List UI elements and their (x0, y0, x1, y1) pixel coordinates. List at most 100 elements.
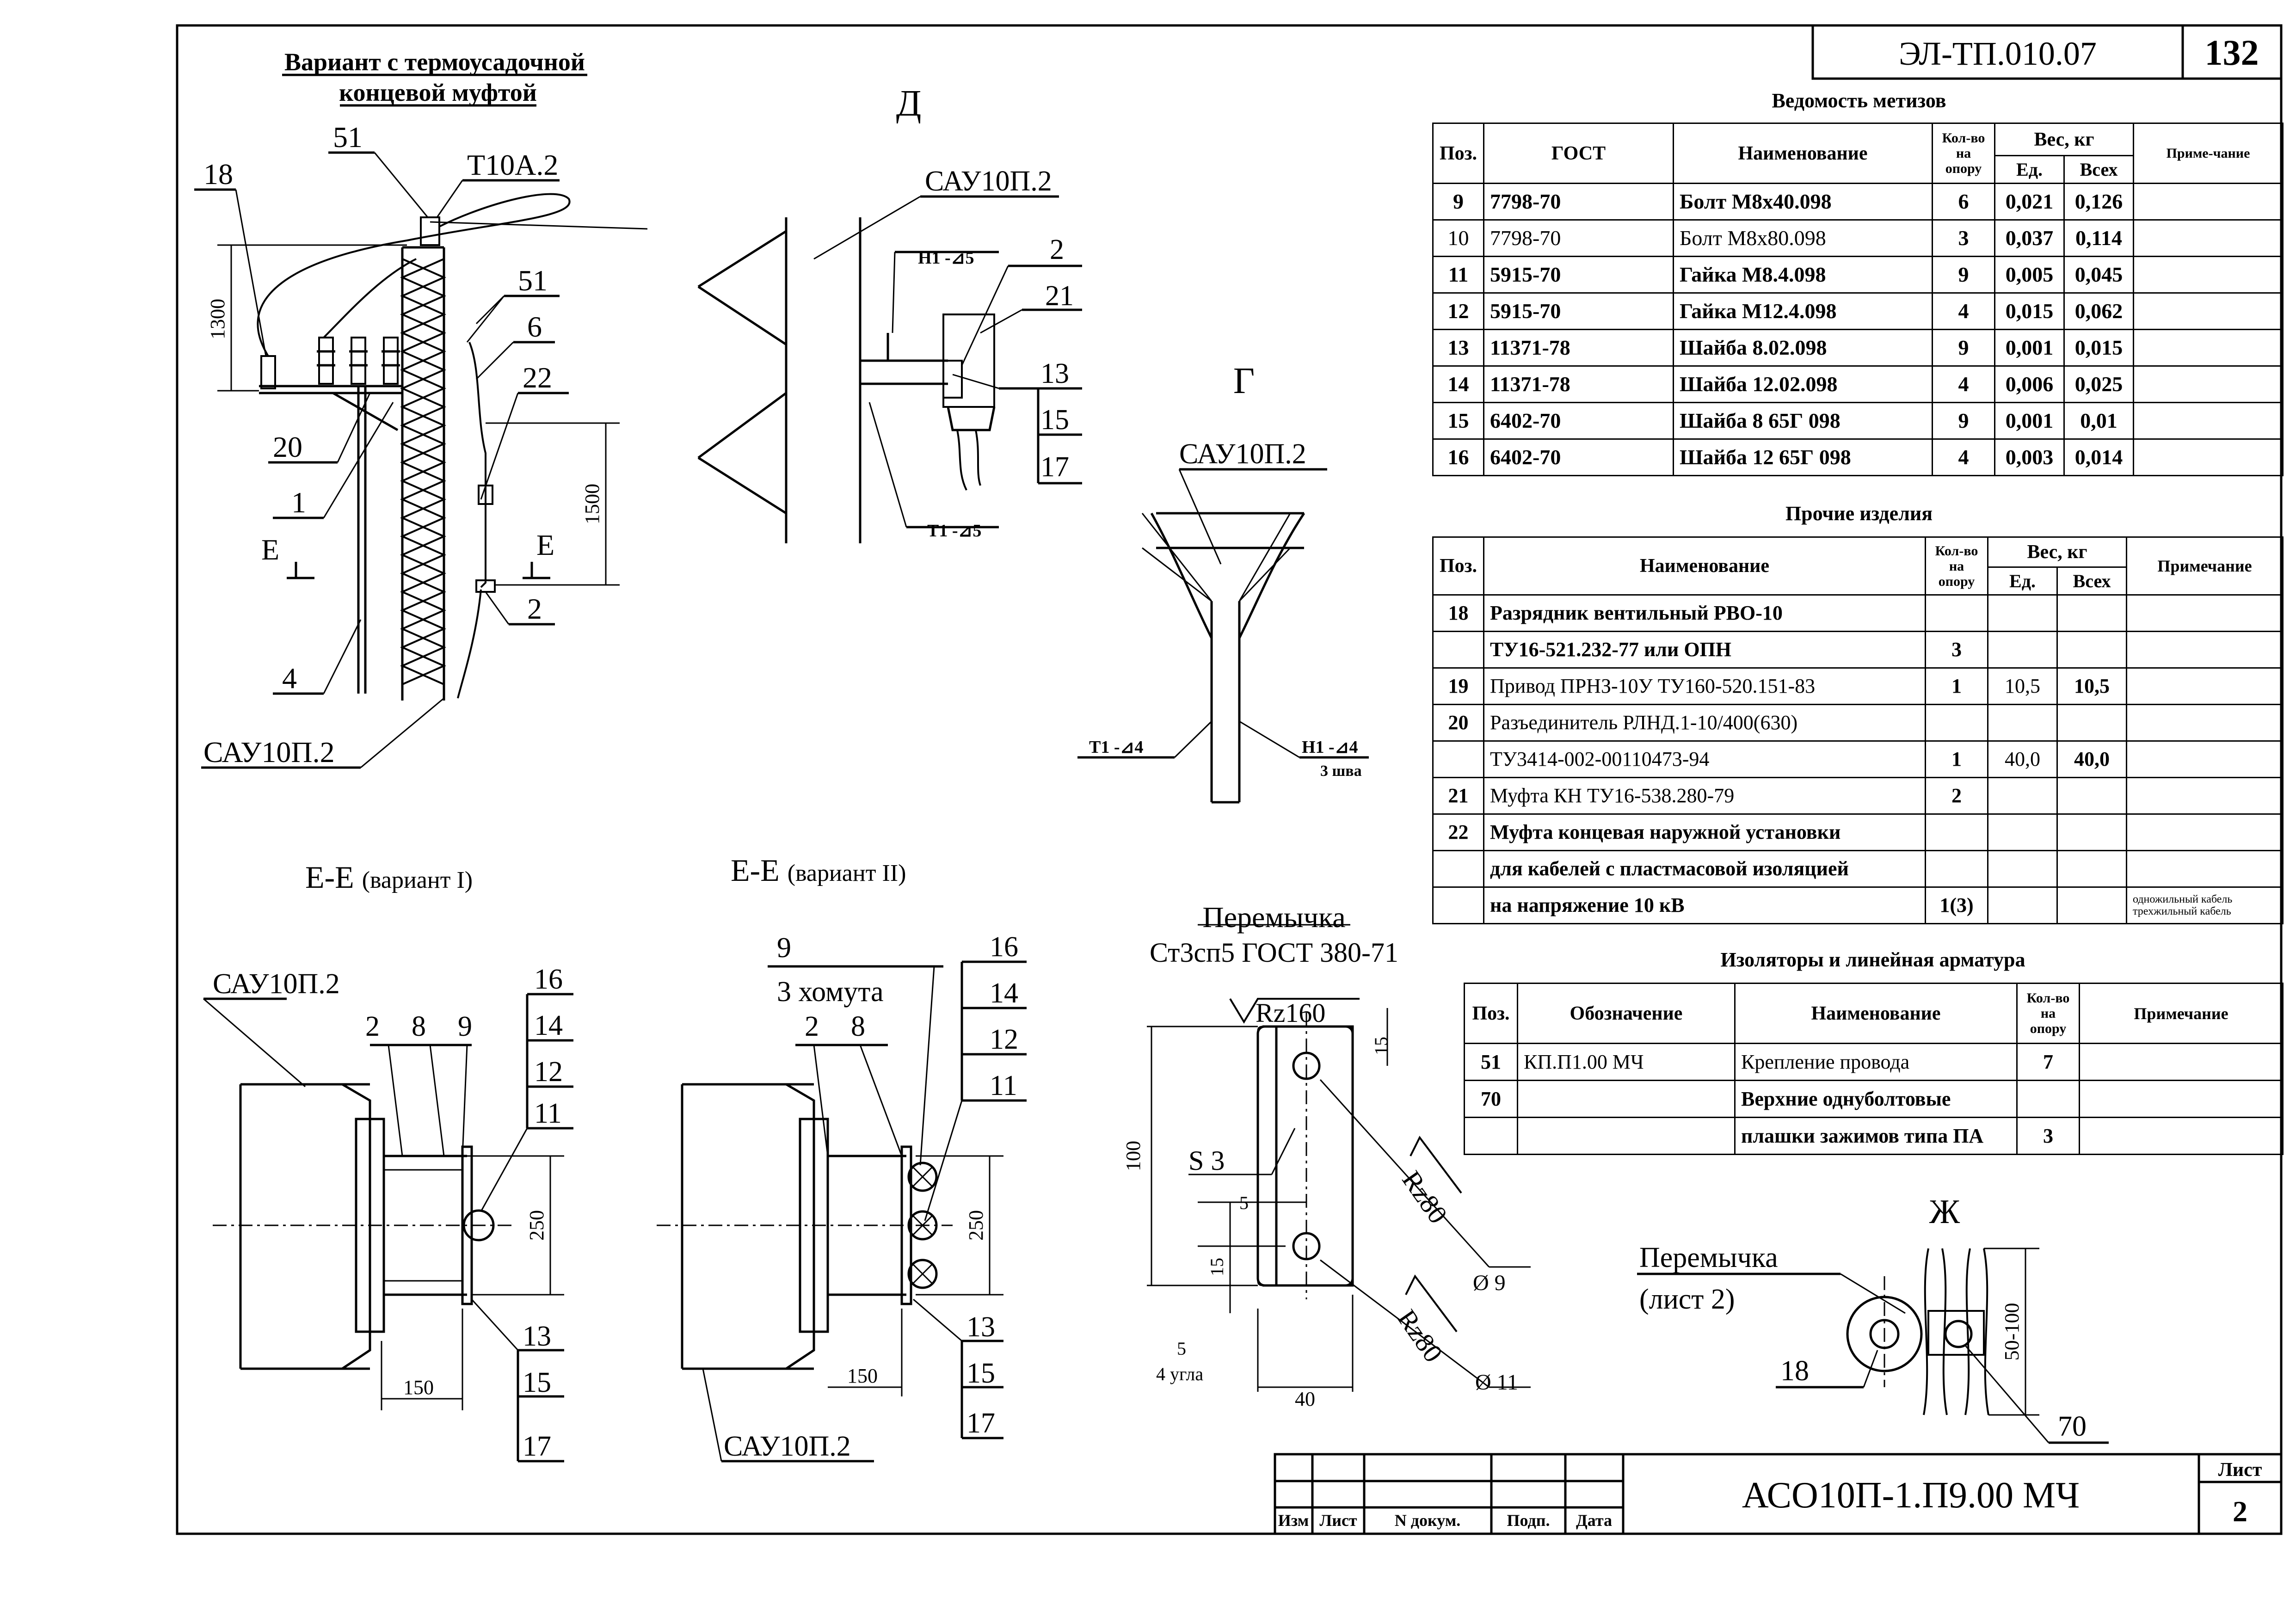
callout-22: 22 (523, 361, 552, 394)
jumper-rz160: Rz160 (1256, 998, 1325, 1028)
hw-gost: 7798-70 (1483, 219, 1674, 257)
oi-name: Муфта КН ТУ16-538.280-79 (1483, 777, 1926, 815)
hw-header-gost: ГОСТ (1483, 123, 1674, 184)
callout-t10a: Т10А.2 (467, 148, 558, 181)
view-zh-callout-70: 70 (2058, 1411, 2087, 1442)
ee2-callout-2: 2 (805, 1011, 819, 1042)
callout-2: 2 (527, 592, 542, 625)
oi-total (2056, 631, 2127, 669)
oi-name: ТУ16-521.232-77 или ОПН (1483, 631, 1926, 669)
callout-6: 6 (527, 310, 542, 343)
oi-qty: 2 (1925, 777, 1988, 815)
pole-assembly-view (194, 74, 648, 769)
hw-header-total: Всех (2063, 155, 2134, 184)
oi-pos (1432, 886, 1484, 924)
section-ee-2-label: Е-Е (вариант II) (731, 853, 906, 888)
ee1-callout-17: 17 (523, 1431, 551, 1462)
hw-gost: 5915-70 (1483, 292, 1674, 330)
oi-name: Привод ПРНЗ-10У ТУ160-520.151-83 (1483, 667, 1926, 705)
hw-header-unit: Ед. (1994, 155, 2065, 184)
jumper-rz80-bottom: Rz80 (1391, 1304, 1448, 1368)
oi-note (2126, 813, 2284, 851)
oi-header-unit: Ед. (1987, 566, 2058, 596)
callout-18: 18 (203, 158, 233, 191)
oi-unit (1987, 850, 2058, 888)
hw-pos: 10 (1432, 219, 1484, 257)
ee1-dim-250: 250 (525, 1210, 548, 1241)
oi-header-weight: Вес, кг (1987, 536, 2127, 568)
view-d-callout-13: 13 (1040, 358, 1069, 389)
hw-pos: 14 (1432, 365, 1484, 403)
view-zh-callout-18: 18 (1780, 1355, 1809, 1387)
jumper-dim-5: 5 (1239, 1193, 1249, 1213)
ee2-dim-250: 250 (965, 1210, 987, 1241)
view-g-callout-h1-4: Н1 -⊿4 (1302, 738, 1358, 757)
hw-note (2133, 292, 2284, 330)
view-g-callout-t1-4: Т1 -⊿4 (1089, 738, 1143, 757)
oi-header-name: Наименование (1483, 536, 1926, 596)
oi-header-pos: Поз. (1432, 536, 1484, 596)
ins-designation (1517, 1117, 1736, 1155)
oi-unit: 40,0 (1987, 740, 2058, 778)
hw-name: Шайба 12.02.098 (1673, 365, 1933, 403)
oi-pos: 21 (1432, 777, 1484, 815)
hw-header-weight: Вес, кг (1994, 123, 2134, 156)
ins-note (2079, 1080, 2284, 1118)
hw-unit: 0,005 (1994, 256, 2065, 294)
ee1-callout-2: 2 (365, 1011, 380, 1042)
ee1-callout-9: 9 (458, 1011, 472, 1042)
ee2-callout-11: 11 (990, 1070, 1017, 1101)
callout-51-top: 51 (333, 121, 363, 154)
hw-qty: 6 (1932, 183, 1995, 221)
ins-qty: 7 (2016, 1043, 2080, 1081)
oi-name: для кабелей с пластмасовой изоляцией (1483, 850, 1926, 888)
table-row: для кабелей с пластмасовой изоляцией (1432, 850, 2284, 888)
view-d-callout-h1-5: Н1 -⊿5 (918, 248, 974, 268)
jumper-rz80-top: Rz80 (1396, 1165, 1453, 1229)
dim-1300: 1300 (206, 299, 229, 339)
dim-1500: 1500 (581, 484, 603, 524)
hw-total: 0,015 (2063, 329, 2134, 367)
hw-note (2133, 402, 2284, 440)
ee2-callout-15: 15 (966, 1358, 995, 1389)
hw-qty: 9 (1932, 402, 1995, 440)
hw-unit: 0,001 (1994, 329, 2065, 367)
insulators-table-title: Изоляторы и линейная арматура (1720, 948, 2025, 971)
view-d-callout-21: 21 (1045, 280, 1074, 312)
jumper-dim-40: 40 (1295, 1388, 1315, 1410)
section-ee-1-drawing (203, 993, 573, 1463)
ee2-callout-14: 14 (990, 977, 1018, 1009)
view-zh-jumper-ref-2: (лист 2) (1639, 1284, 1735, 1315)
hw-gost: 6402-70 (1483, 402, 1674, 440)
view-zh-drawing (1637, 1248, 2109, 1444)
ee1-callout-13: 13 (523, 1321, 551, 1352)
oi-unit (1987, 704, 2058, 742)
hw-name: Болт М8х40.098 (1673, 183, 1933, 221)
hw-unit: 0,003 (1994, 438, 2065, 476)
other-items-table-title: Прочие изделия (1785, 502, 1933, 525)
oi-name: ТУ3414-002-00110473-94 (1483, 740, 1926, 778)
hw-total: 0,01 (2063, 402, 2134, 440)
ins-header-pos: Поз. (1464, 983, 1518, 1044)
hw-header-pos: Поз. (1432, 123, 1484, 184)
view-zh-label: Ж (1929, 1193, 1960, 1231)
jumper-material: Ст3сп5 ГОСТ 380-71 (1150, 937, 1398, 968)
doc-code: ЭЛ-ТП.010.07 (1899, 35, 2097, 72)
page-number: 132 (2205, 32, 2259, 73)
section-ee-1-label: Е-Е (вариант I) (305, 860, 473, 895)
hw-note (2133, 329, 2284, 367)
ins-designation: КП.П1.00 МЧ (1517, 1043, 1736, 1081)
ins-header-note: Примечание (2079, 983, 2284, 1044)
oi-unit (1987, 631, 2058, 669)
view-d-callout-sau: САУ10П.2 (925, 166, 1052, 197)
header-block (1811, 24, 2283, 80)
oi-note (2126, 631, 2284, 669)
